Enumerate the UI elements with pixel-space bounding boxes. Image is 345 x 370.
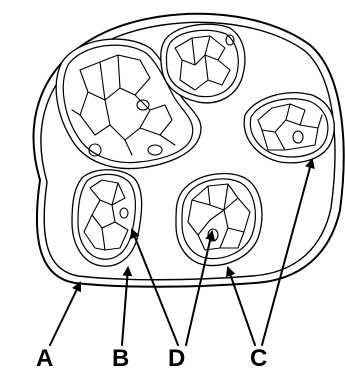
fascicle-right (244, 93, 334, 163)
label-b: B (112, 345, 129, 370)
fascicle-bottom-middle (176, 173, 262, 265)
label-a: A (36, 345, 53, 370)
fascicle-top-middle (161, 24, 245, 103)
label-c: C (250, 345, 267, 370)
pointer-a (50, 283, 80, 345)
label-d: D (168, 345, 185, 370)
pointer-c-right (262, 160, 312, 345)
fascicle-lower-left (72, 170, 142, 266)
pointer-c-left (228, 268, 255, 345)
